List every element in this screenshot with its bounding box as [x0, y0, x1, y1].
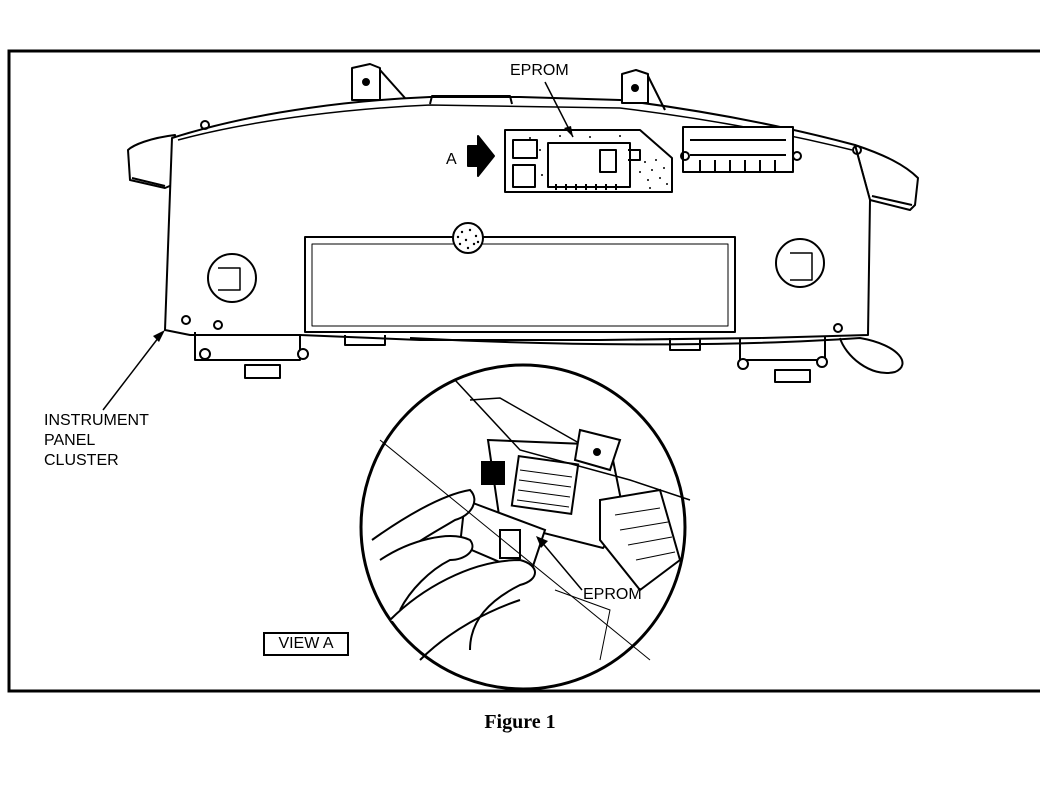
- ipc-leader: [102, 332, 163, 411]
- view-a-magnified-illustration: [359, 363, 691, 691]
- callout-line: INSTRUMENT: [44, 412, 149, 429]
- instrument-panel-cluster-illustration: [127, 63, 919, 383]
- instrument-panel-cluster-callout: INSTRUMENT PANEL CLUSTER: [44, 411, 149, 471]
- view-a-label: VIEW A: [263, 632, 349, 656]
- eprom-callout-bottom: EPROM: [583, 586, 642, 603]
- eprom-bottom-leader-arrowhead: [536, 536, 548, 548]
- eprom-top-leader-arrowhead: [564, 126, 573, 137]
- view-a-arrow-label: A: [446, 151, 457, 168]
- figure-border: [7, 49, 1040, 693]
- figure-caption: Figure 1: [484, 711, 556, 733]
- callout-line: PANEL: [44, 432, 96, 449]
- callout-line: CLUSTER: [44, 452, 119, 469]
- ipc-leader-arrowhead: [153, 330, 165, 342]
- eprom-bottom-leader: [539, 539, 583, 591]
- eprom-callout-top: EPROM: [510, 62, 569, 79]
